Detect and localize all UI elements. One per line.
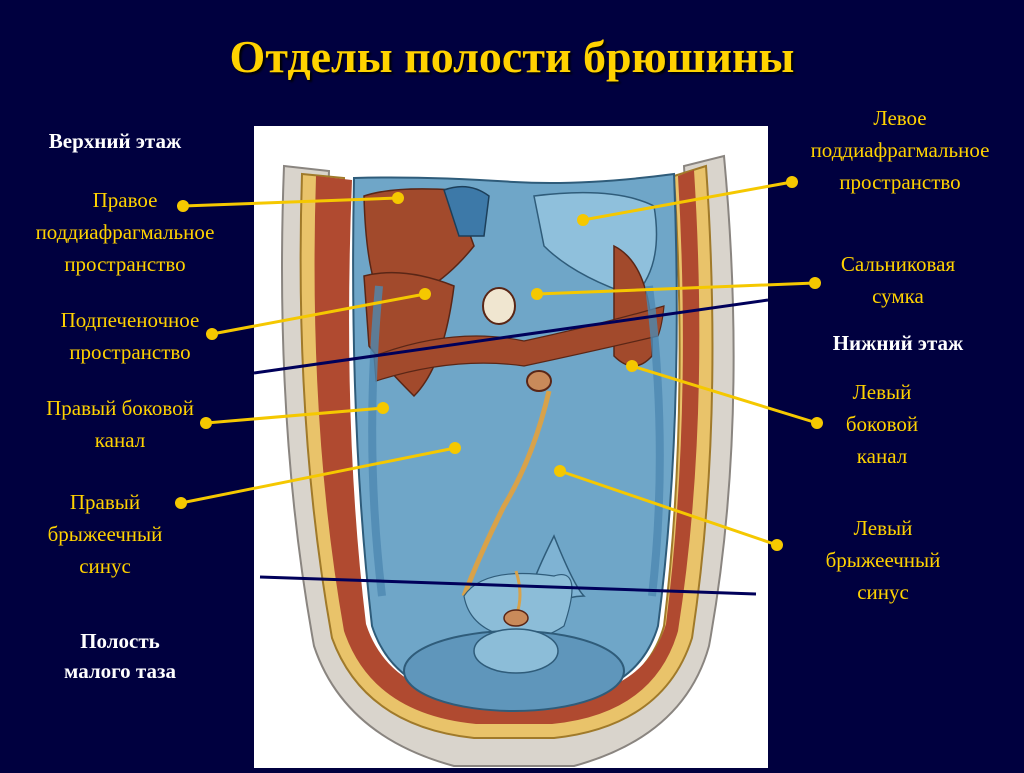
label-line: поддиафрагмальное [810,138,990,162]
label-right-lateral-canal: Правый боковой канал [10,392,230,456]
label-line: канал [94,428,146,452]
label-line: Правый [69,490,141,514]
label-line: Правое [92,188,158,212]
label-right-mesenteric-sinus: Правый брыжеечный синус [10,486,200,582]
label-line: синус [79,554,131,578]
label-line: Правый боковой [46,396,194,420]
label-line: поддиафрагмальное [35,220,215,244]
label-line: Левое [873,106,927,130]
label-omental-bursa: Сальниковая сумка [800,248,996,312]
label-right-subphrenic: Правое поддиафрагмальное пространство [10,184,240,280]
anatomy-illustration [254,126,768,768]
label-line: брыжеечный [825,548,941,572]
slide-title: Отделы полости брюшины [229,31,795,82]
label-line: Левый [852,380,912,404]
label-line: канал [856,444,908,468]
pelvis-line: Полость [80,629,160,653]
label-line: Сальниковая [840,252,956,276]
pelvis-heading: Полость малого таза [20,626,220,686]
label-line: синус [857,580,909,604]
label-line: брыжеечный [47,522,163,546]
label-line: Левый [853,516,913,540]
label-line: боковой [845,412,919,436]
label-line: Подпеченочное [60,308,200,332]
label-left-mesenteric-sinus: Левый брыжеечный синус [786,512,980,608]
lower-floor-heading: Нижний этаж [800,328,996,358]
label-line: сумка [872,284,924,308]
label-left-subphrenic: Левое поддиафрагмальное пространство [782,102,1018,198]
label-line: пространство [69,340,191,364]
upper-floor-text: Верхний этаж [48,129,182,153]
label-subhepatic: Подпеченочное пространство [20,304,240,368]
pelvis-line: малого таза [64,659,176,683]
lower-floor-text: Нижний этаж [832,331,964,355]
upper-floor-heading: Верхний этаж [20,126,210,156]
label-line: пространство [64,252,186,276]
abdominal-cavity-drawing [281,154,735,767]
label-left-lateral-canal: Левый боковой канал [800,376,964,472]
label-line: пространство [839,170,961,194]
